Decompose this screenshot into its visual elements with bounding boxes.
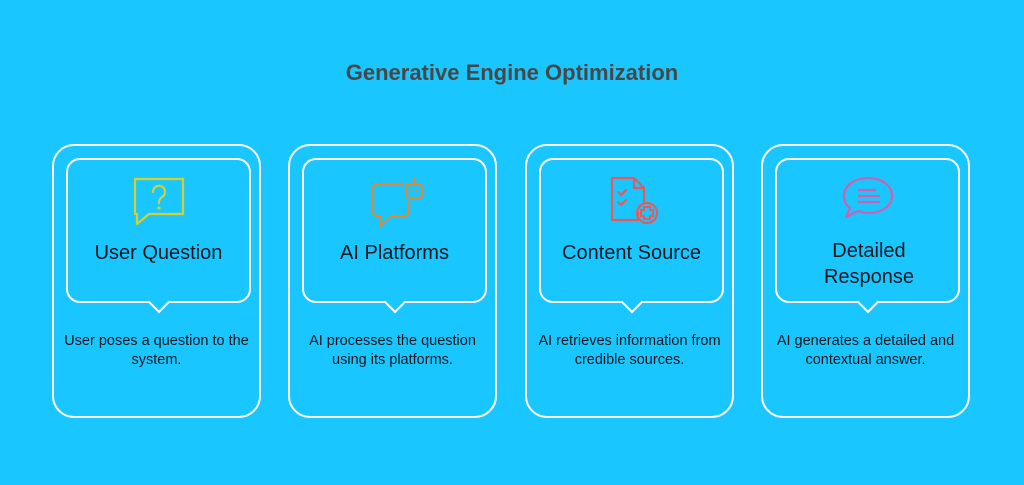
pointer-arrow — [856, 290, 879, 314]
card-heading: Content Source — [562, 242, 701, 264]
card-user-question: User Question User poses a question to t… — [52, 144, 261, 418]
card-header-box: User Question — [66, 158, 251, 314]
card-header-box: AI Platforms — [302, 158, 487, 314]
question-bubble-icon — [133, 177, 184, 226]
document-checklist-icon — [610, 176, 658, 225]
card-description: AI processes the question using its plat… — [309, 333, 476, 368]
pointer-arrow — [383, 290, 406, 314]
card-description: AI generates a detailed and contextual a… — [776, 333, 955, 368]
page-title: Generative Engine Optimization — [345, 60, 679, 85]
card-description: User poses a question to the system. — [64, 333, 249, 368]
chatbot-icon — [371, 177, 423, 228]
card-detailed-response: Detailed Response AI generates a detaile… — [761, 144, 970, 418]
card-header-box: Content Source — [539, 158, 724, 314]
card-ai-platforms: AI Platforms AI processes the question u… — [288, 144, 497, 418]
card-content-source: Content Source AI retrieves information … — [525, 144, 734, 418]
card-heading: Detailed Response — [823, 240, 915, 288]
pointer-arrow — [147, 290, 170, 314]
pointer-arrow — [620, 290, 643, 314]
card-heading: User Question — [94, 242, 223, 264]
card-heading: AI Platforms — [340, 242, 449, 264]
message-lines-icon — [842, 176, 893, 219]
card-description: AI retrieves information from credible s… — [538, 333, 721, 368]
card-header-box: Detailed Response — [775, 158, 960, 314]
